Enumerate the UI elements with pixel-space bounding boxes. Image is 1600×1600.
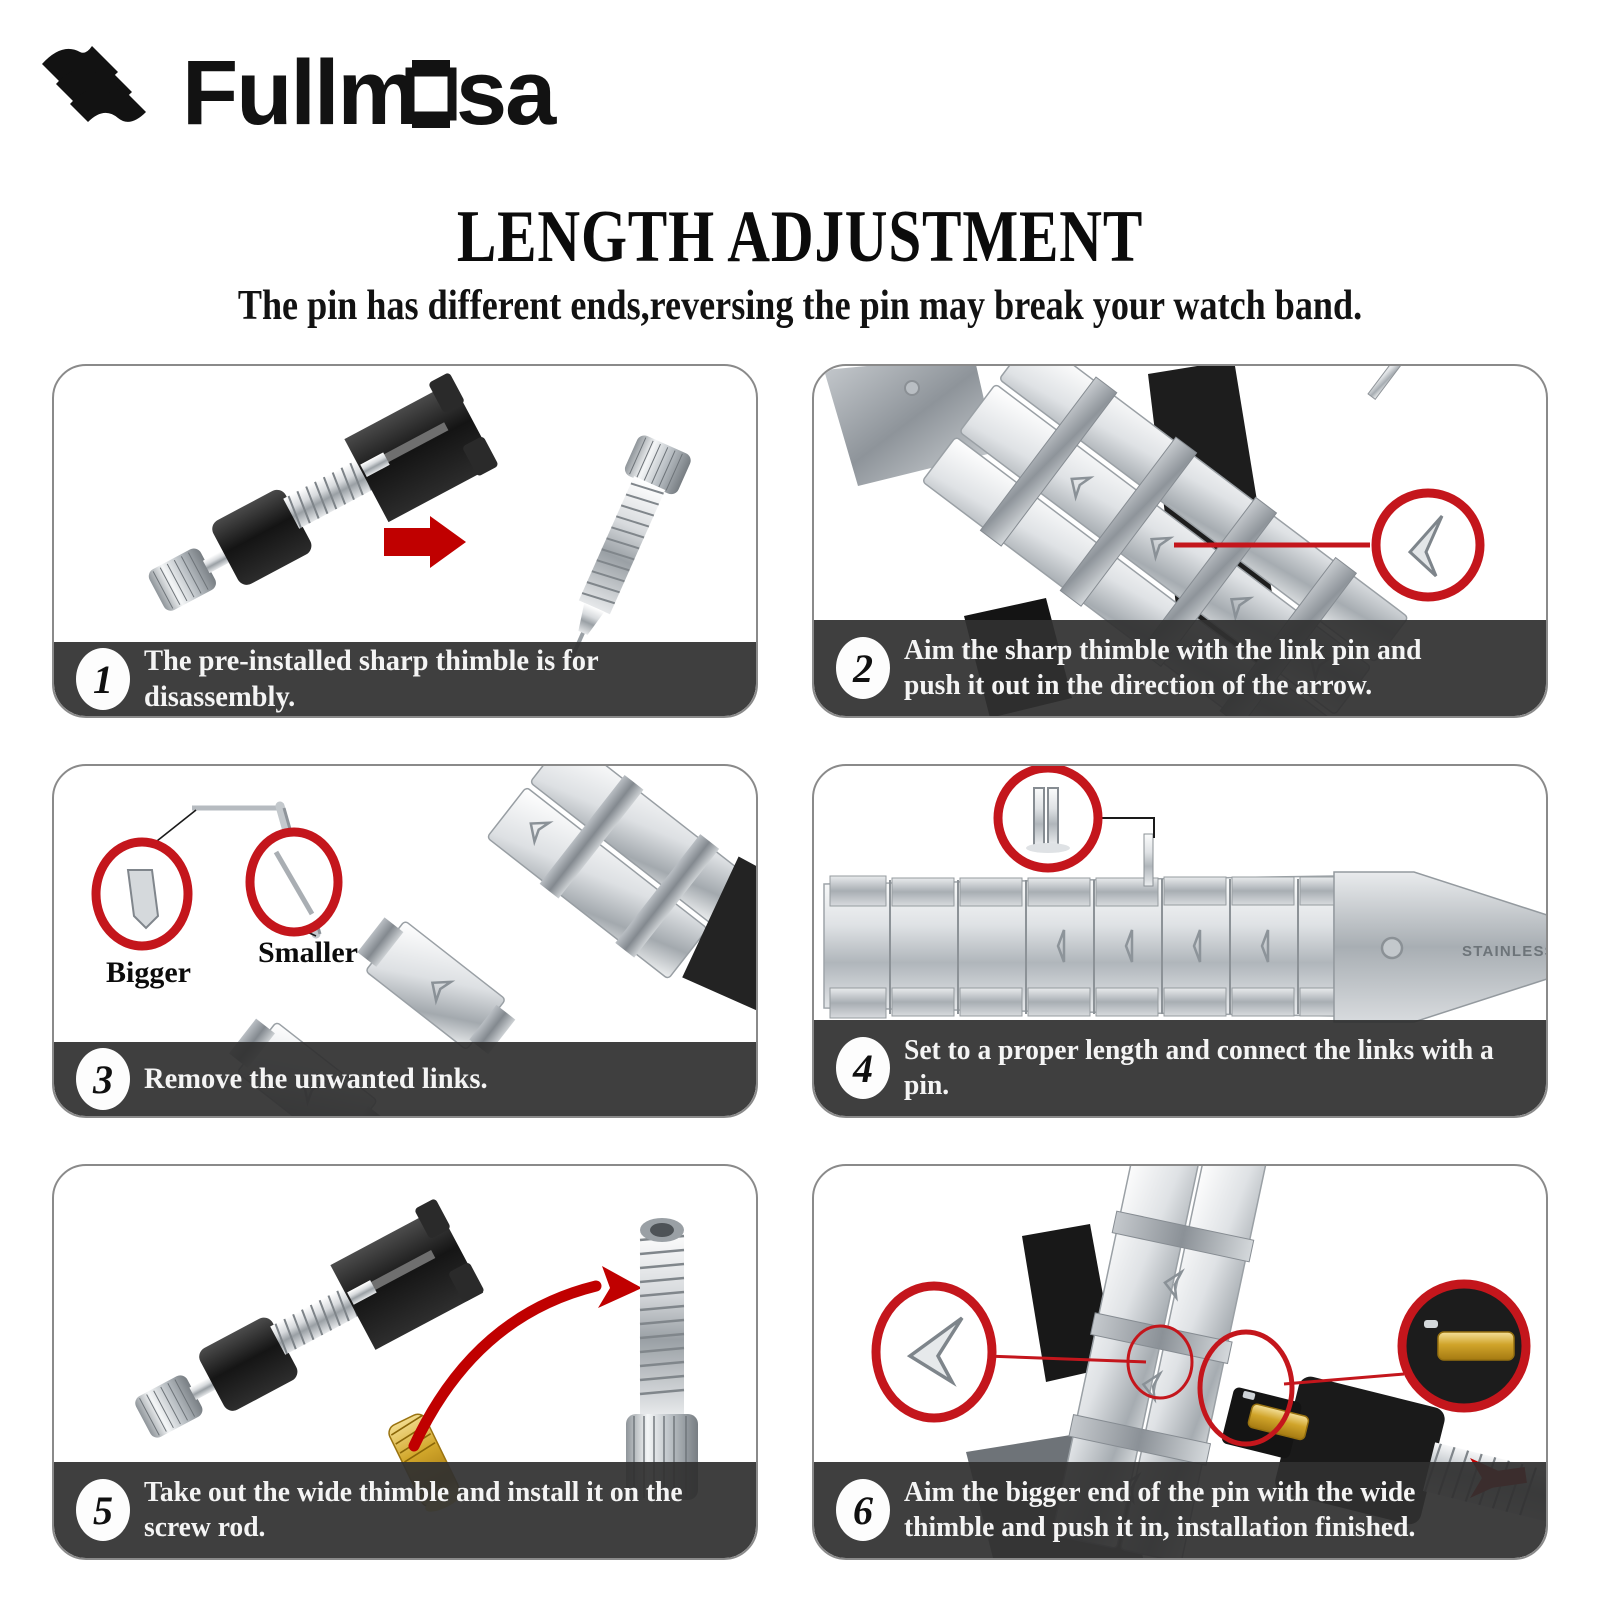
- step-number-badge: 3: [76, 1048, 130, 1110]
- bigger-label: Bigger: [106, 956, 191, 989]
- red-curved-arrow: [408, 1266, 642, 1452]
- step-6-line-1: Aim the bigger end of the pin with the w…: [904, 1476, 1416, 1508]
- step-6-caption: 6 Aim the bigger end of the pin with the…: [814, 1462, 1546, 1558]
- watch-band: [1052, 1166, 1267, 1558]
- step-3-caption: 3 Remove the unwanted links.: [54, 1042, 756, 1116]
- step-5-text: Take out the wide thimble and install it…: [144, 1475, 708, 1545]
- link-remover-tool: [135, 1199, 484, 1438]
- step-1-illustration: [54, 366, 756, 716]
- screw-rod-sharp-thimble: [564, 435, 691, 671]
- removed-link-1: [357, 917, 516, 1055]
- step-panel-4: STAINLESS STEEL 4: [812, 764, 1548, 1118]
- step-5-caption: 5 Take out the wide thimble and install …: [54, 1462, 756, 1558]
- step-2-text: Aim the sharp thimble with the link pin …: [904, 633, 1421, 703]
- bigger-callout: [91, 837, 193, 951]
- step-number-badge: 2: [836, 637, 890, 699]
- link-remover-tool: [148, 373, 498, 611]
- arrow-engraving-callout: [1174, 488, 1485, 602]
- thimble-taper: [578, 602, 605, 635]
- arrow-engraving-callout: [871, 1281, 1194, 1423]
- step-5-illustration: [54, 1166, 756, 1558]
- svg-text:sa: sa: [456, 44, 557, 144]
- step-4-text: Set to a proper length and connect the l…: [904, 1033, 1497, 1103]
- step-4-illustration: STAINLESS STEEL: [814, 766, 1546, 1116]
- brand-wordmark: Fullm sa: [182, 44, 559, 144]
- step-number-badge: 6: [836, 1479, 890, 1541]
- connector-pin: [1143, 833, 1154, 887]
- red-arrow-right: [384, 516, 466, 568]
- step-2-line-1: Aim the sharp thimble with the link pin …: [904, 634, 1422, 666]
- step-5-line-2: on the screw rod.: [144, 1476, 683, 1543]
- screw-thread: [270, 1283, 367, 1355]
- link-pin: [1367, 366, 1415, 401]
- step-5-line-1: Take out the wide thimble and install it: [144, 1476, 603, 1508]
- step-panel-5: 5 Take out the wide thimble and install …: [52, 1164, 758, 1560]
- step-1-caption: 1 The pre-installed sharp thimble is for…: [54, 642, 756, 716]
- fullmosa-wave-logo-icon: [42, 46, 146, 122]
- watch-o-glyph: [405, 60, 457, 128]
- step-number-badge: 4: [836, 1037, 890, 1099]
- brand-logo: Fullm sa: [40, 42, 572, 150]
- tool-barrel: [212, 489, 312, 585]
- step-panel-3: Bigger Smaller 3 Remove the unwanted lin…: [52, 764, 758, 1118]
- clasp: STAINLESS STEEL: [1333, 871, 1546, 1023]
- step-panel-6: 6 Aim the bigger end of the pin with the…: [812, 1164, 1548, 1560]
- page-title: LENGTH ADJUSTMENT: [456, 196, 1144, 278]
- smaller-callout: [245, 827, 343, 937]
- step-number-badge: 1: [76, 648, 130, 710]
- hollow-thimble-socket: [650, 1223, 674, 1237]
- step-panel-1: 1 The pre-installed sharp thimble is for…: [52, 364, 758, 718]
- clasp-engraving-text: STAINLESS STEEL: [1462, 943, 1546, 960]
- assembled-bracelet: [823, 875, 1341, 1019]
- screw-thread: [283, 455, 381, 529]
- step-number-badge: 5: [76, 1479, 130, 1541]
- rod-thread: [578, 476, 666, 615]
- step-2-line-2: push it out in the direction of the arro…: [904, 669, 1373, 701]
- step-panel-2: 2 Aim the sharp thimble with the link pi…: [812, 364, 1548, 718]
- step-6-line-2: thimble and push it in, installation fin…: [904, 1511, 1416, 1543]
- pin-callout: [993, 766, 1155, 873]
- step-3-text: Remove the unwanted links.: [144, 1062, 488, 1095]
- step-4-line-2: links with a pin.: [904, 1034, 1494, 1101]
- brass-thimble-callout: [1197, 1279, 1531, 1447]
- step-6-text: Aim the bigger end of the pin with the w…: [904, 1475, 1415, 1545]
- tool-barrel: [199, 1317, 298, 1411]
- step-1-text: The pre-installed sharp thimble is for d…: [144, 644, 599, 713]
- tool-head: [330, 1207, 484, 1350]
- step-2-caption: 2 Aim the sharp thimble with the link pi…: [814, 620, 1546, 716]
- arrow-engravings: [1056, 929, 1270, 963]
- smaller-label: Smaller: [258, 936, 358, 969]
- screw-rod-with-thimble: [626, 1218, 698, 1500]
- page-subtitle: The pin has different ends,reversing the…: [237, 283, 1363, 329]
- tool-head: [344, 381, 497, 523]
- step-4-caption: 4 Set to a proper length and connect the…: [814, 1020, 1546, 1116]
- svg-text:Fullm: Fullm: [182, 44, 417, 144]
- step-4-line-1: Set to a proper length and connect the: [904, 1034, 1351, 1066]
- band-upper-right: [487, 766, 756, 1028]
- page-header: Fullm sa LENGTH ADJUSTMENT The pin has d…: [0, 0, 1600, 350]
